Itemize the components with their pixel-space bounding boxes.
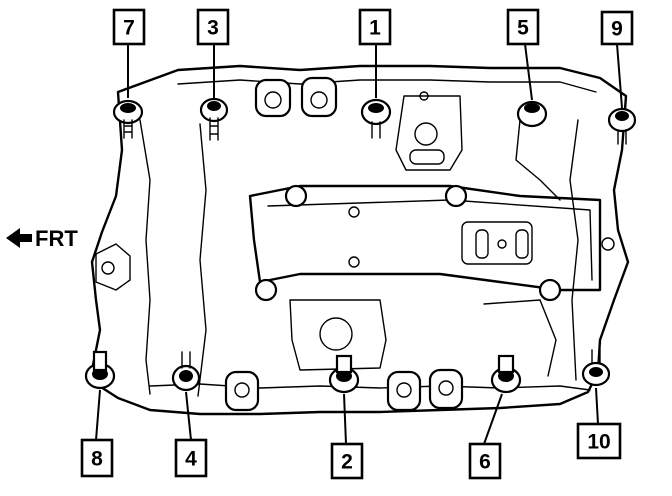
port-boss (254, 78, 292, 118)
port-boss-hole (310, 91, 328, 109)
right-runner-rib (569, 119, 579, 381)
callout-8: 8 (80, 438, 114, 478)
left-bracket (95, 243, 131, 291)
bolt-1 (360, 98, 392, 139)
plenum-hole (348, 206, 360, 218)
lower-opening-hole (319, 317, 353, 351)
plenum-pad (461, 221, 533, 265)
bracket-hole (414, 122, 438, 146)
callout-label: 9 (611, 18, 623, 41)
callout-3: 3 (196, 8, 230, 46)
callout-4: 4 (174, 438, 208, 478)
bracket-hole-small (419, 91, 429, 101)
bolt-6 (490, 354, 522, 394)
callout-label: 3 (207, 17, 219, 40)
bolt-3 (199, 97, 229, 141)
plenum-bolt-boss (254, 278, 278, 302)
plenum-hole (348, 256, 360, 268)
port-boss-hole (264, 91, 282, 109)
plenum-pad-hole (497, 239, 507, 249)
port-boss-lower (224, 370, 260, 412)
upper-runner-rib (177, 79, 597, 93)
manifold-illustration (88, 64, 630, 416)
port-boss (300, 76, 338, 118)
right-inner-rib (515, 119, 561, 201)
callout-2: 2 (330, 442, 364, 480)
callout-label: 6 (479, 451, 491, 474)
callout-label: 4 (185, 448, 197, 471)
bolt-7 (112, 99, 144, 139)
leader-10 (595, 387, 599, 425)
callout-label: 5 (517, 17, 529, 40)
port-boss-hole (438, 380, 454, 396)
bolt-9 (607, 107, 637, 145)
plenum-hole (601, 237, 615, 251)
callout-1: 1 (358, 8, 392, 46)
port-boss-lower (386, 370, 422, 412)
plenum-pad-slot (515, 229, 529, 259)
leader-lines (95, 43, 623, 445)
left-runner-rib (139, 119, 151, 395)
callout-label: 8 (91, 448, 103, 471)
callout-7: 7 (112, 8, 146, 46)
front-label: FRT (35, 226, 78, 251)
upper-bracket (395, 95, 463, 171)
callout-label: 2 (341, 451, 353, 474)
callout-6: 6 (468, 442, 502, 480)
plenum-bolt-boss (444, 184, 468, 208)
callout-10: 10 (576, 422, 622, 460)
bracket-slot (409, 149, 445, 165)
left-arrow-icon (6, 228, 32, 248)
callout-label: 7 (123, 17, 135, 40)
leader-5 (524, 43, 533, 101)
port-boss-hole (234, 382, 250, 398)
lower-throttle-opening (289, 299, 387, 371)
callout-5: 5 (506, 8, 540, 46)
leader-9 (616, 43, 623, 109)
plenum-inner (267, 199, 593, 281)
callout-label: 1 (369, 17, 381, 40)
left-bracket-hole (101, 261, 115, 275)
leader-2 (343, 393, 347, 445)
port-boss-lower (428, 368, 464, 410)
lower-runner-rib (149, 383, 591, 391)
port-boss-hole (396, 382, 412, 398)
leader-8 (95, 389, 101, 441)
callout-9: 9 (600, 10, 634, 46)
leader-6 (483, 393, 503, 445)
bolt-10 (581, 349, 611, 387)
leader-4 (185, 391, 192, 441)
plenum-bolt-boss (284, 184, 308, 208)
plenum-pad-slot (475, 229, 489, 259)
left-inner-rib (197, 123, 207, 397)
callout-label: 10 (587, 431, 610, 454)
bolt-4 (171, 351, 201, 392)
bolt-2 (328, 354, 360, 394)
plenum-bolt-boss (538, 278, 562, 302)
bolt-5 (516, 100, 548, 128)
lower-right-bracket (483, 299, 557, 377)
manifold-outline (88, 64, 630, 416)
bolt-8 (84, 350, 116, 390)
front-direction-indicator: FRT (6, 226, 78, 251)
